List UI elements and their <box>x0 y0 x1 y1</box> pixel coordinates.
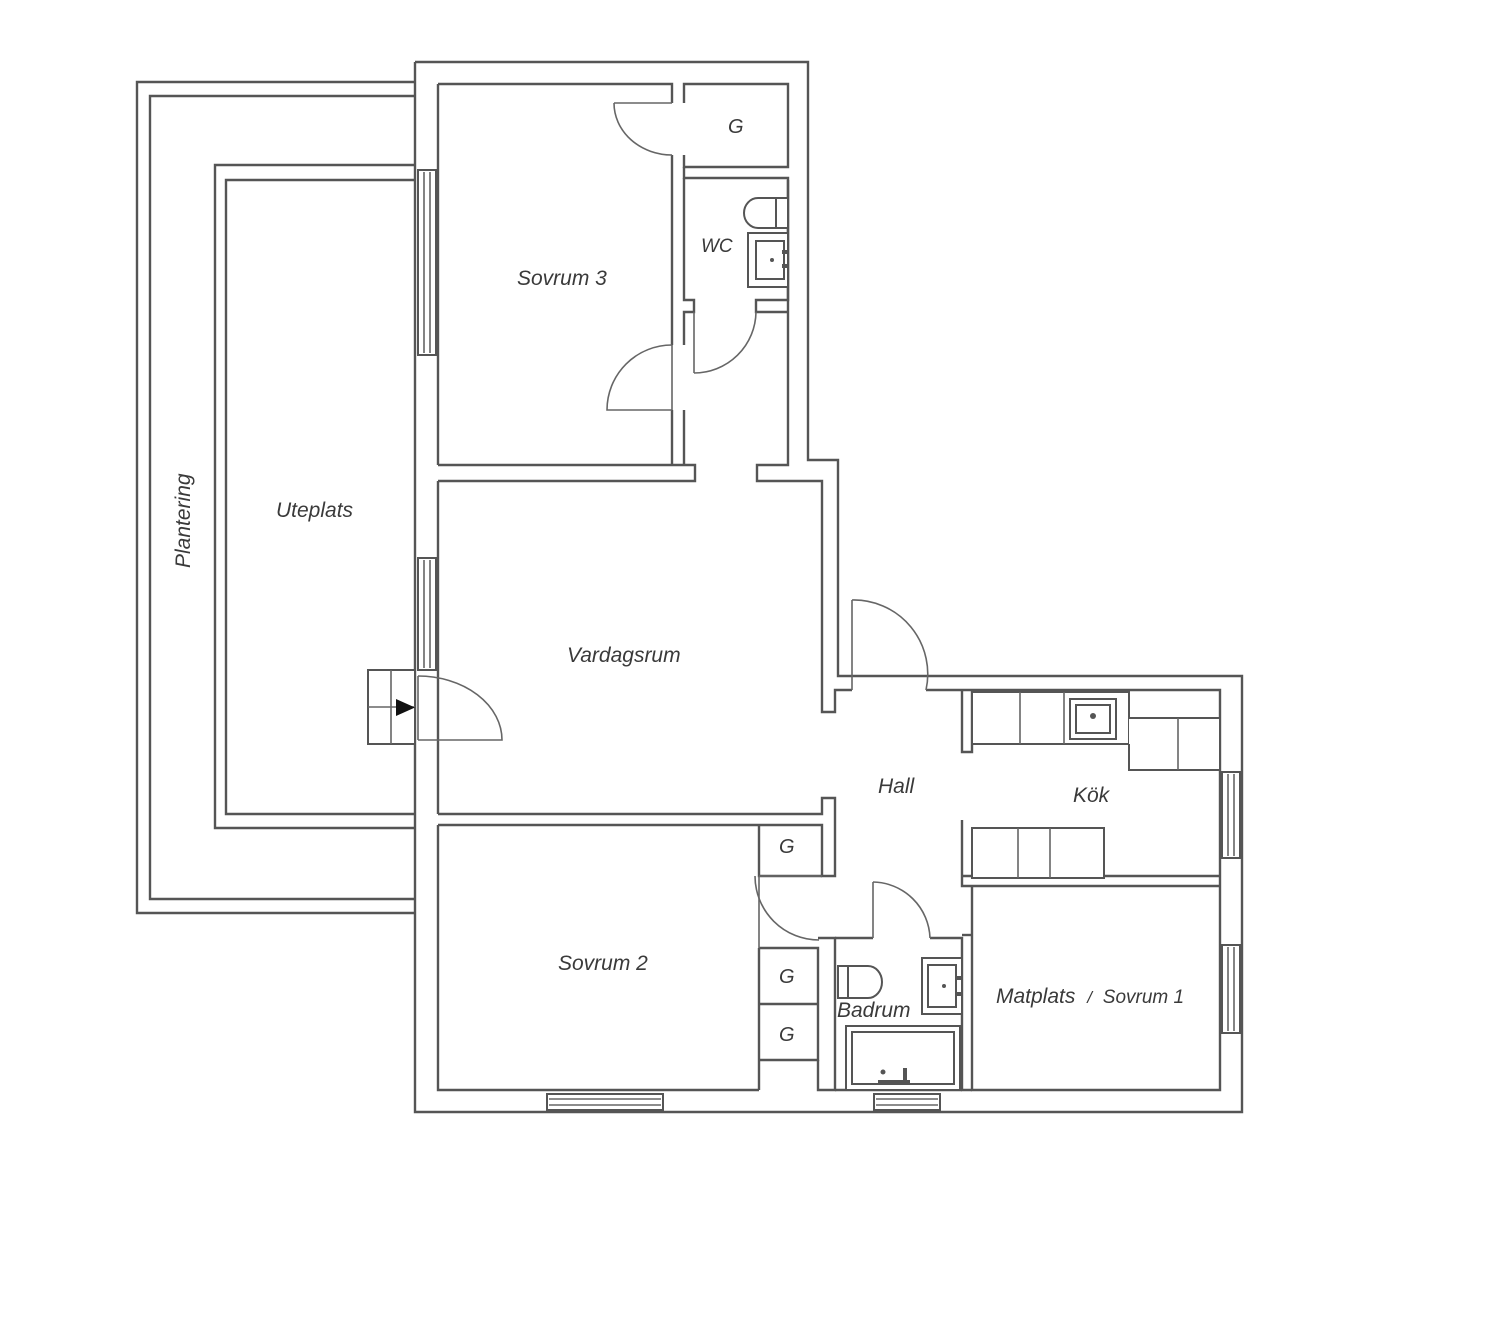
label-matplats: Matplats <box>996 985 1076 1008</box>
label-sovrum2: Sovrum 2 <box>558 952 648 975</box>
label-closet-top: G <box>728 116 744 138</box>
label-plantering: Plantering <box>172 473 195 568</box>
label-wc: WC <box>701 236 733 257</box>
entrance-arrow-icon <box>396 699 415 716</box>
closet-top <box>682 82 790 169</box>
label-sovrum3: Sovrum 3 <box>517 267 607 290</box>
plantering-area <box>135 80 415 915</box>
label-vardagsrum: Vardagsrum <box>567 644 681 667</box>
label-closet-sovrum2-a: G <box>779 966 795 988</box>
label-hall: Hall <box>878 775 916 798</box>
wc-room <box>682 167 790 465</box>
kitchen-counters <box>971 691 1221 879</box>
windows <box>417 169 1241 1111</box>
label-matplats-sovrum1: Matplats / Sovrum 1 <box>996 985 1184 1008</box>
label-closet-hall: G <box>779 836 795 858</box>
label-separator: / <box>1086 988 1094 1007</box>
interior-walls <box>438 690 1220 1092</box>
doors <box>417 102 931 948</box>
uteplats-area <box>213 163 415 830</box>
label-kok: Kök <box>1073 784 1111 807</box>
label-badrum: Badrum <box>837 999 911 1022</box>
label-uteplats: Uteplats <box>276 499 354 522</box>
sovrum3-room <box>438 82 697 483</box>
entrance-steps <box>367 669 416 745</box>
bathroom-fixtures <box>837 957 963 1091</box>
outer-walls <box>413 60 1244 1114</box>
label-sovrum1: Sovrum 1 <box>1103 987 1184 1008</box>
label-closet-sovrum2-b: G <box>779 1024 795 1046</box>
